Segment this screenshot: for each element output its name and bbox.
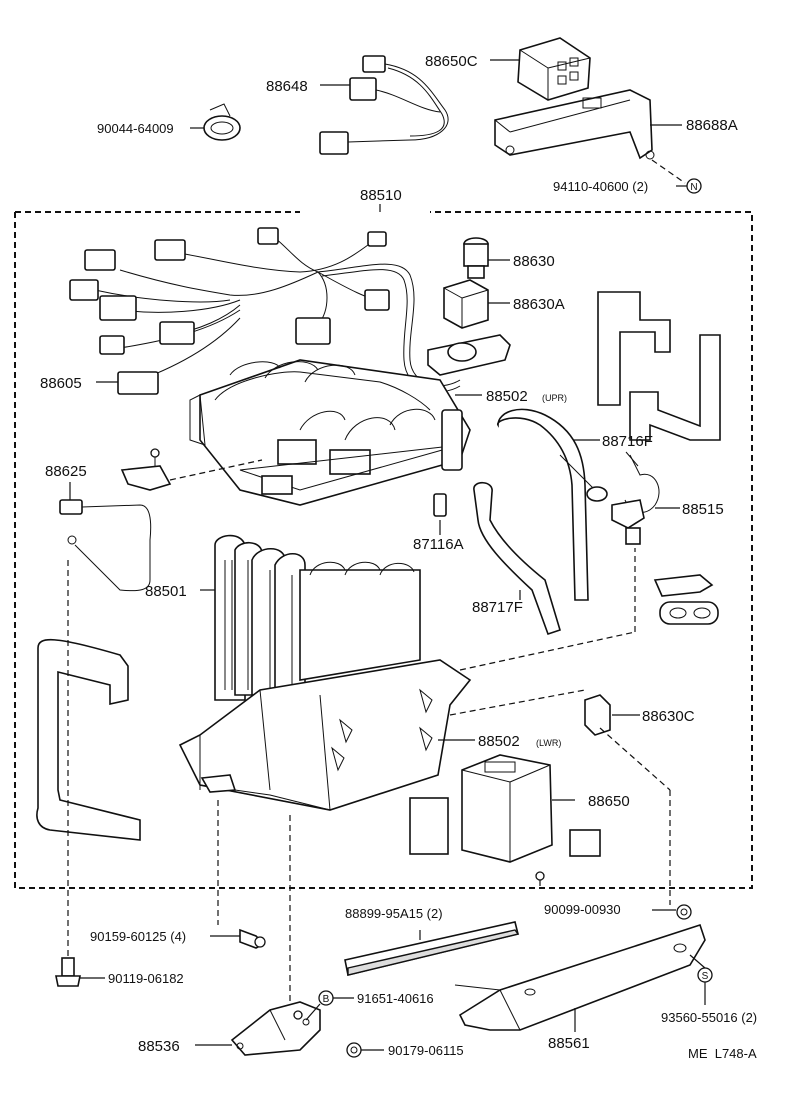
label-88899: 88899-95A15 (2) [345,906,443,921]
case-upper-88502 [189,359,471,506]
label-90159: 90159-60125 (4) [90,929,186,944]
seal-strip-88899 [344,921,520,976]
clip-pad-right [653,574,719,625]
relay-88650C [517,37,591,101]
seal-upper [441,409,463,471]
label-93560: 93560-55016 (2) [661,1010,757,1025]
assembly-boundary [14,211,753,889]
label-88561: 88561 [548,1035,590,1052]
bracket-88536 [230,1001,321,1056]
label-88630: 88630 [513,253,555,270]
label-90099: 90099-00930 [544,902,621,917]
symbol-B-letter: B [323,994,330,1005]
label-88650: 88650 [588,793,630,810]
hose-88717F [473,481,561,636]
label-91651: 91651-40616 [357,991,434,1006]
label-88648: 88648 [266,78,308,95]
label-90044: 90044-64009 [97,121,174,136]
label-88502-lwr-suffix: (LWR) [536,738,561,748]
evaporator-88501 [214,534,421,701]
bolt-90159 [239,928,266,949]
clamp-90044 [203,103,241,141]
label-88717F: 88717F [472,599,523,616]
bolt-90119 [55,957,81,987]
label-88502-upr-suffix: (UPR) [542,393,567,403]
pipe-88716F [497,408,608,601]
case-lower-88502 [178,659,472,811]
amplifier-88650 [409,754,601,881]
nut-90179 [346,1042,362,1058]
harness-88605 [69,227,461,395]
clip-87116A [433,493,447,517]
bolt-90099 [676,904,692,920]
label-88515: 88515 [682,501,724,518]
label-90179: 90179-06115 [388,1043,464,1058]
label-88502-upr: 88502 [486,388,528,405]
duct-88561 [454,923,706,1031]
label-88501: 88501 [145,583,187,600]
seal-foam-right [597,291,721,441]
label-88625: 88625 [45,463,87,480]
label-94110: 94110-40600 (2) [553,179,648,194]
bracket-88688A [494,89,655,160]
label-88716F: 88716F [602,433,653,450]
thermistor-88515 [611,451,660,545]
label-88502-lwr: 88502 [478,733,520,750]
label-88536: 88536 [138,1038,180,1055]
label-88688A: 88688A [686,117,738,134]
label-88510: 88510 [360,187,402,204]
foam-frame-left [36,639,141,841]
harness-88648 [319,55,449,155]
diagram-code: ME L748-A [688,1046,757,1061]
label-90119: 90119-06182 [108,971,184,986]
label-88630A: 88630A [513,296,565,313]
symbol-N-letter: N [690,182,697,193]
label-87116A: 87116A [413,536,464,553]
switch-88630 [463,237,489,279]
label-88605: 88605 [40,375,82,392]
sensor-88625 [59,448,263,592]
label-88650C: 88650C [425,53,478,70]
symbol-S-letter: S [702,971,709,982]
bracket-88630C [584,694,611,736]
label-88630C: 88630C [642,708,695,725]
relay-88630A [427,279,511,376]
